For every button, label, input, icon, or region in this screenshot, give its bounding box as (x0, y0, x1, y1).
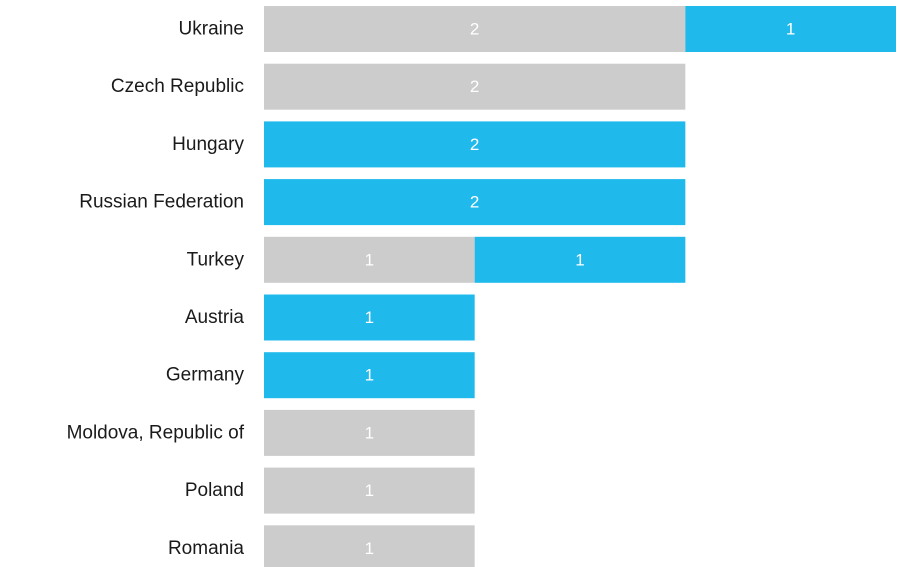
bar-turkey-series-2 (474, 236, 686, 283)
value-label-moldova-republic-of-series-1: 1 (365, 423, 374, 442)
bar-hungary-series-2 (264, 121, 686, 168)
value-label-turkey-series-1: 1 (365, 250, 374, 269)
bar-moldova-republic-of-series-1 (264, 409, 475, 456)
bar-poland-series-1 (264, 467, 475, 514)
value-label-czech-republic-series-1: 2 (470, 77, 479, 96)
category-label-russian-federation: Russian Federation (79, 192, 244, 213)
bar-romania-series-1 (264, 525, 475, 567)
bar-ukraine-series-1 (264, 6, 686, 52)
category-label-czech-republic: Czech Republic (111, 76, 244, 97)
category-label-ukraine: Ukraine (179, 19, 244, 40)
bar-germany-series-2 (264, 352, 475, 399)
value-label-turkey-series-2: 1 (575, 250, 584, 269)
category-label-moldova-republic-of: Moldova, Republic of (67, 422, 245, 443)
category-label-hungary: Hungary (172, 134, 244, 155)
value-label-ukraine-series-1: 2 (470, 20, 479, 39)
value-label-ukraine-series-2: 1 (786, 20, 795, 39)
category-label-romania: Romania (168, 538, 244, 559)
bar-russian-federation-series-2 (264, 179, 686, 226)
value-label-romania-series-1: 1 (365, 539, 374, 558)
bars: 2 1 2 2 2 1 1 1 1 1 1 1 (264, 6, 896, 567)
category-label-germany: Germany (166, 365, 245, 386)
value-label-austria-series-2: 1 (365, 308, 374, 327)
value-label-germany-series-2: 1 (365, 366, 374, 385)
value-label-hungary-series-2: 2 (470, 135, 479, 154)
category-label-poland: Poland (185, 480, 244, 501)
bar-turkey-series-1 (264, 236, 475, 283)
category-label-austria: Austria (185, 307, 245, 328)
bar-czech-republic-series-1 (264, 63, 686, 110)
category-label-turkey: Turkey (187, 249, 245, 270)
value-label-russian-federation-series-2: 2 (470, 193, 479, 212)
bar-austria-series-2 (264, 294, 475, 341)
bar-ukraine-series-2 (685, 6, 896, 52)
value-label-poland-series-1: 1 (365, 481, 374, 500)
